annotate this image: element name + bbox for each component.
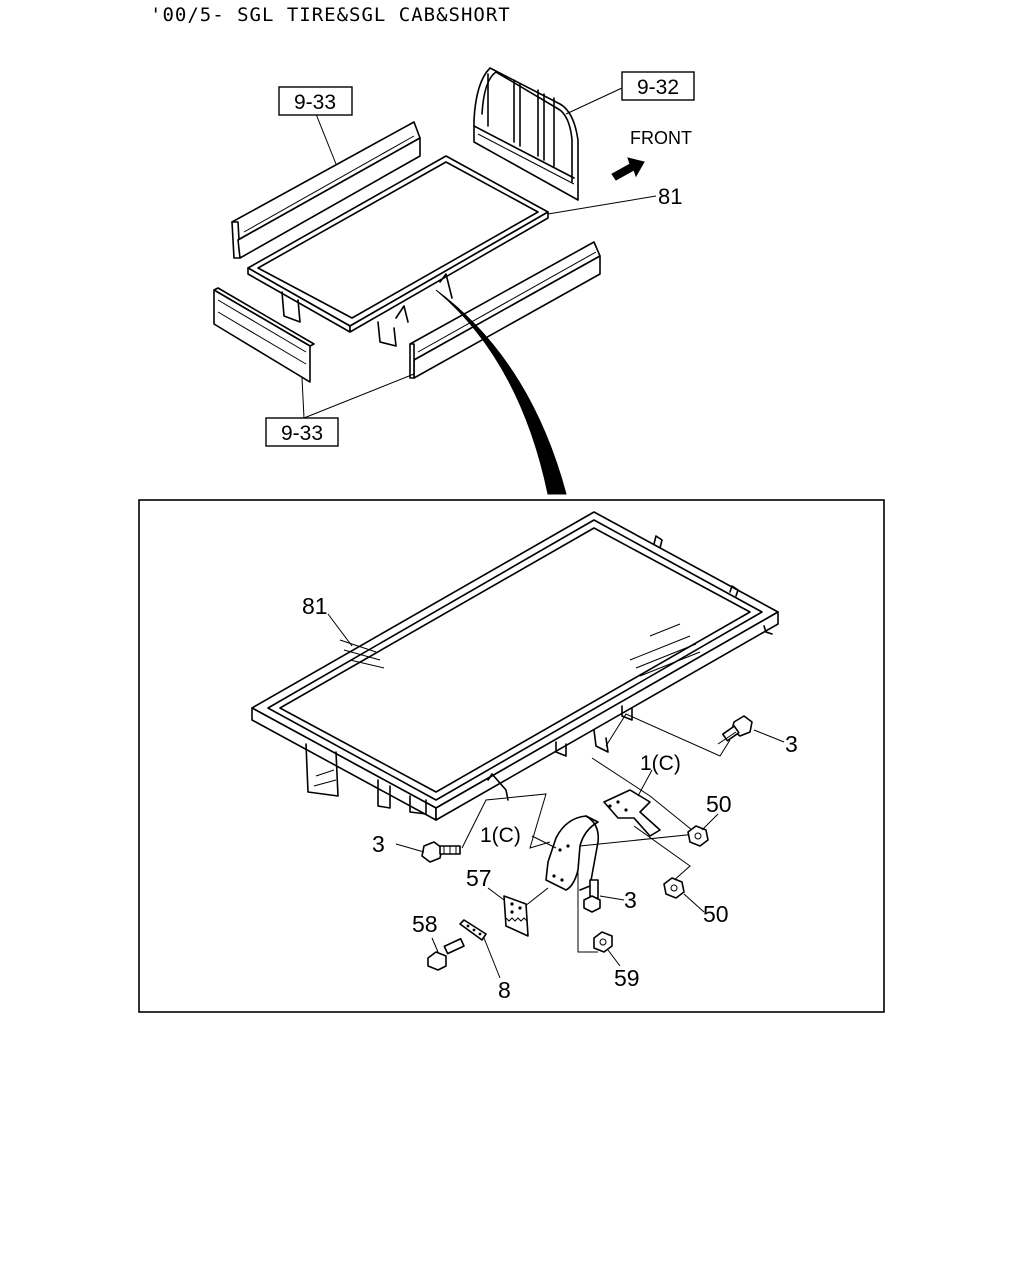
- floor-detail: [251, 511, 779, 821]
- page-title: '00/5- SGL TIRE&SGL CAB&SHORT: [150, 4, 511, 26]
- callout-3-left[interactable]: 3: [372, 831, 385, 857]
- bolt-icon-center: [583, 879, 601, 913]
- leader-9-33-top: [315, 113, 337, 165]
- leader-nut-upper: [591, 757, 693, 831]
- overview-assembly: 9-33 9-32 9-33 FRONT 81: [213, 67, 695, 495]
- callout-50-lower[interactable]: 50: [703, 901, 729, 927]
- leader-1c-right: [637, 769, 653, 797]
- callout-59[interactable]: 59: [614, 965, 640, 991]
- leader-3-center: [599, 895, 625, 901]
- front-arrow-icon: [611, 157, 645, 181]
- detail-view: 81 3 1(C) 50 3 1(C) 3 50 57 58 8 59: [138, 499, 885, 1013]
- side-panel-bottom-left: [213, 287, 315, 383]
- strip-8: [459, 919, 487, 941]
- leader-1c-left: [531, 835, 557, 849]
- plate-57: [503, 895, 529, 937]
- callout-8[interactable]: 8: [498, 977, 511, 1003]
- leader-9-32: [565, 87, 623, 115]
- callout-81-overview: 81: [658, 184, 682, 209]
- nut-icon-lower: [663, 877, 685, 899]
- leader-nut-lower: [633, 825, 691, 883]
- callout-50-upper[interactable]: 50: [706, 791, 732, 817]
- callout-1c-right[interactable]: 1(C): [640, 752, 681, 775]
- leader-bolt-left: [461, 793, 551, 849]
- ref-box-9-33-bottom[interactable]: 9-33: [265, 417, 339, 447]
- headboard: [473, 67, 579, 201]
- bolt-icon-right: [717, 715, 753, 745]
- bolt-icon-58: [427, 937, 465, 971]
- front-label: FRONT: [630, 128, 692, 148]
- ref-label-9-33-top: 9-33: [294, 91, 336, 114]
- leader-50-upper: [701, 813, 719, 831]
- leader-59: [607, 949, 621, 967]
- ref-label-9-33-bottom: 9-33: [281, 422, 323, 445]
- nut-icon-59: [593, 931, 613, 953]
- leader-8: [483, 937, 501, 979]
- detail-frame: [138, 499, 885, 1013]
- callout-3-center[interactable]: 3: [624, 887, 637, 913]
- bracket-left: [545, 815, 600, 891]
- leader-81-detail: [327, 613, 353, 647]
- callout-81-detail[interactable]: 81: [302, 593, 328, 619]
- callout-1c-left[interactable]: 1(C): [480, 824, 521, 847]
- leader-nut-59: [577, 868, 598, 953]
- bracket-right: [603, 789, 661, 837]
- leader-3-right: [753, 729, 785, 743]
- leader-bracket: [579, 833, 697, 847]
- bolt-icon-left: [421, 841, 461, 863]
- leader-58: [431, 937, 439, 953]
- ref-label-9-32: 9-32: [637, 76, 679, 99]
- leader-3-left: [395, 843, 425, 853]
- callout-3-right[interactable]: 3: [785, 731, 798, 757]
- floor-overview: [247, 155, 549, 347]
- ref-box-9-33-top[interactable]: 9-33: [278, 86, 353, 116]
- side-panel-bottom-right: [409, 241, 601, 379]
- leader-9-33-bottom: [301, 373, 415, 419]
- leader-50-lower: [683, 893, 705, 913]
- nut-icon-upper: [687, 825, 709, 847]
- ref-box-9-32[interactable]: 9-32: [621, 71, 695, 101]
- leader-81-overview: [547, 195, 657, 215]
- side-panel-top-left: [231, 121, 421, 259]
- zoom-pointer: [435, 289, 567, 495]
- leader-bolt-right: [605, 713, 731, 757]
- callout-58[interactable]: 58: [412, 911, 438, 937]
- leader-57: [487, 887, 505, 901]
- callout-57[interactable]: 57: [466, 865, 492, 891]
